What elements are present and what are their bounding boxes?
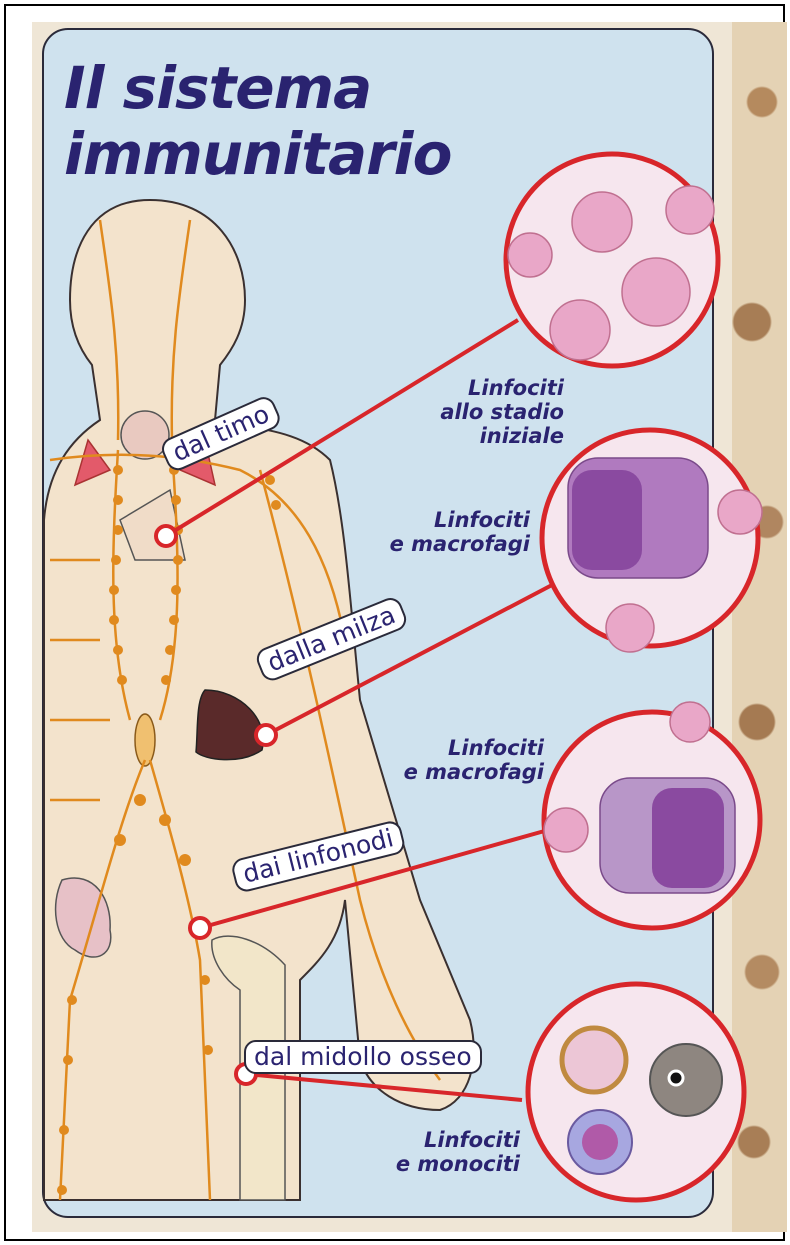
caption-line: Linfociti xyxy=(386,736,544,760)
cell-view-early-lymphocytes xyxy=(506,154,718,366)
caption-line: e macrofagi xyxy=(386,760,544,784)
caption-line: allo stadio xyxy=(408,400,564,424)
caption-line: e monociti xyxy=(370,1152,520,1176)
caption-line: iniziale xyxy=(408,424,564,448)
caption-line: Linfociti xyxy=(370,1128,520,1152)
caption-line: e macrofagi xyxy=(372,532,530,556)
caption-lymphocytes-macrophages-1: Linfociti e macrofagi xyxy=(372,508,530,556)
cell-view-lymphocytes-macrophages-1 xyxy=(542,430,762,652)
title-line-2: immunitario xyxy=(64,124,451,184)
title-line-1: Il sistema xyxy=(64,58,371,118)
cell-view-lymphocytes-monocytes xyxy=(528,984,744,1200)
caption-line: Linfociti xyxy=(408,376,564,400)
caption-early-lymphocytes: Linfociti allo stadio iniziale xyxy=(408,376,564,448)
label-bone-marrow: dal midollo osseo xyxy=(244,1040,482,1074)
cell-view-lymphocytes-macrophages-2 xyxy=(544,702,760,928)
caption-line: Linfociti xyxy=(372,508,530,532)
caption-lymphocytes-macrophages-2: Linfociti e macrofagi xyxy=(386,736,544,784)
caption-lymphocytes-monocytes: Linfociti e monociti xyxy=(370,1128,520,1176)
